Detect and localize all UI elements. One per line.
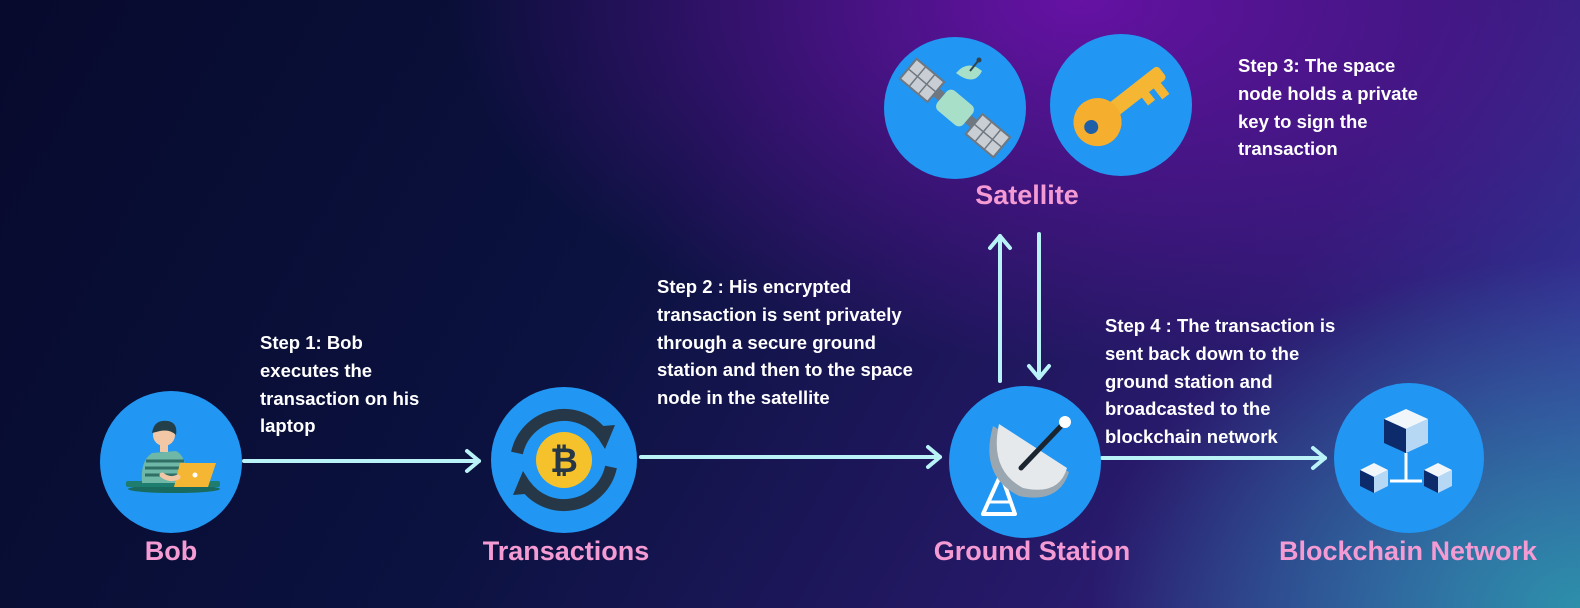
step-2-text: Step 2 : His encrypted transaction is se… — [657, 276, 913, 409]
person-laptop-icon — [126, 420, 220, 493]
arrow-satellite-to-ground-station — [1027, 232, 1051, 380]
satellite-label: Satellite — [975, 180, 1079, 210]
svg-text:₿: ₿ — [550, 442, 578, 480]
blockchain-node — [1334, 383, 1484, 533]
bob-node — [100, 391, 242, 533]
right-block — [1424, 463, 1452, 493]
ground-station-node — [949, 386, 1101, 538]
satellite-node — [884, 37, 1026, 179]
step-4-text: Step 4 : The transaction is sent back do… — [1105, 315, 1336, 448]
left-block — [1360, 463, 1388, 493]
arrow-transactions-to-ground-station — [639, 445, 942, 469]
blockchain-label: Blockchain Network — [1278, 536, 1538, 566]
arrow-ground-station-to-blockchain — [1100, 446, 1327, 470]
arrow-bob-to-transactions — [242, 449, 481, 473]
step-1-text: Step 1: Bob executes the transaction on … — [260, 332, 420, 437]
transactions-node: ₿ — [491, 387, 637, 533]
key-icon — [1073, 66, 1170, 147]
key-node — [1050, 34, 1192, 176]
satellite-dish-icon — [981, 416, 1071, 516]
blocks-network-icon — [1360, 409, 1452, 493]
top-block — [1384, 409, 1428, 453]
arrow-ground-station-to-satellite — [988, 234, 1012, 383]
step-3-text: Step 3: The space node holds a private k… — [1238, 55, 1418, 160]
bitcoin-exchange-icon: ₿ — [511, 408, 617, 512]
transactions-label: Transactions — [482, 536, 650, 566]
satellite-icon — [898, 57, 1012, 159]
ground-station-label: Ground Station — [933, 536, 1131, 566]
bob-label: Bob — [144, 536, 198, 566]
